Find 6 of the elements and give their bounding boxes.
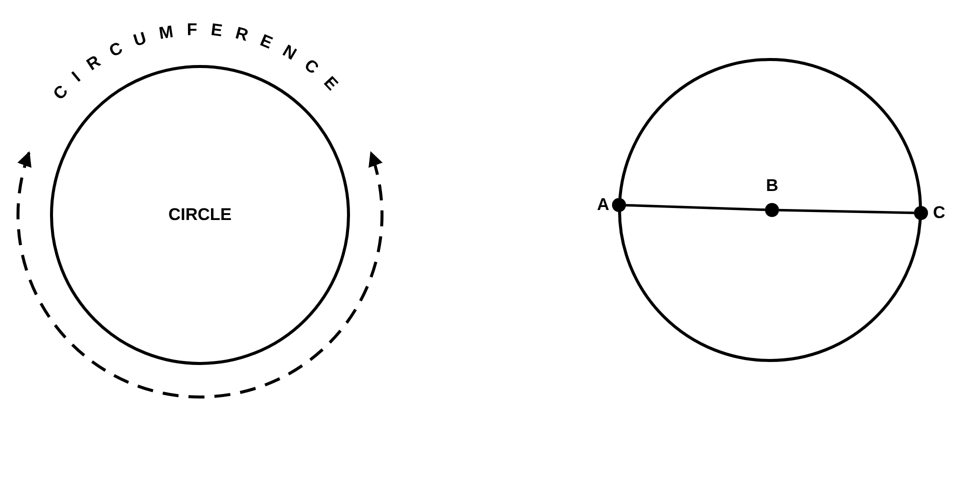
circle-label: CIRCLE [168,205,232,225]
point-label: A [597,195,610,215]
line-segment [626,204,766,212]
line-segment [778,208,914,214]
point-label: B [766,176,778,196]
point-label: C [933,203,946,223]
